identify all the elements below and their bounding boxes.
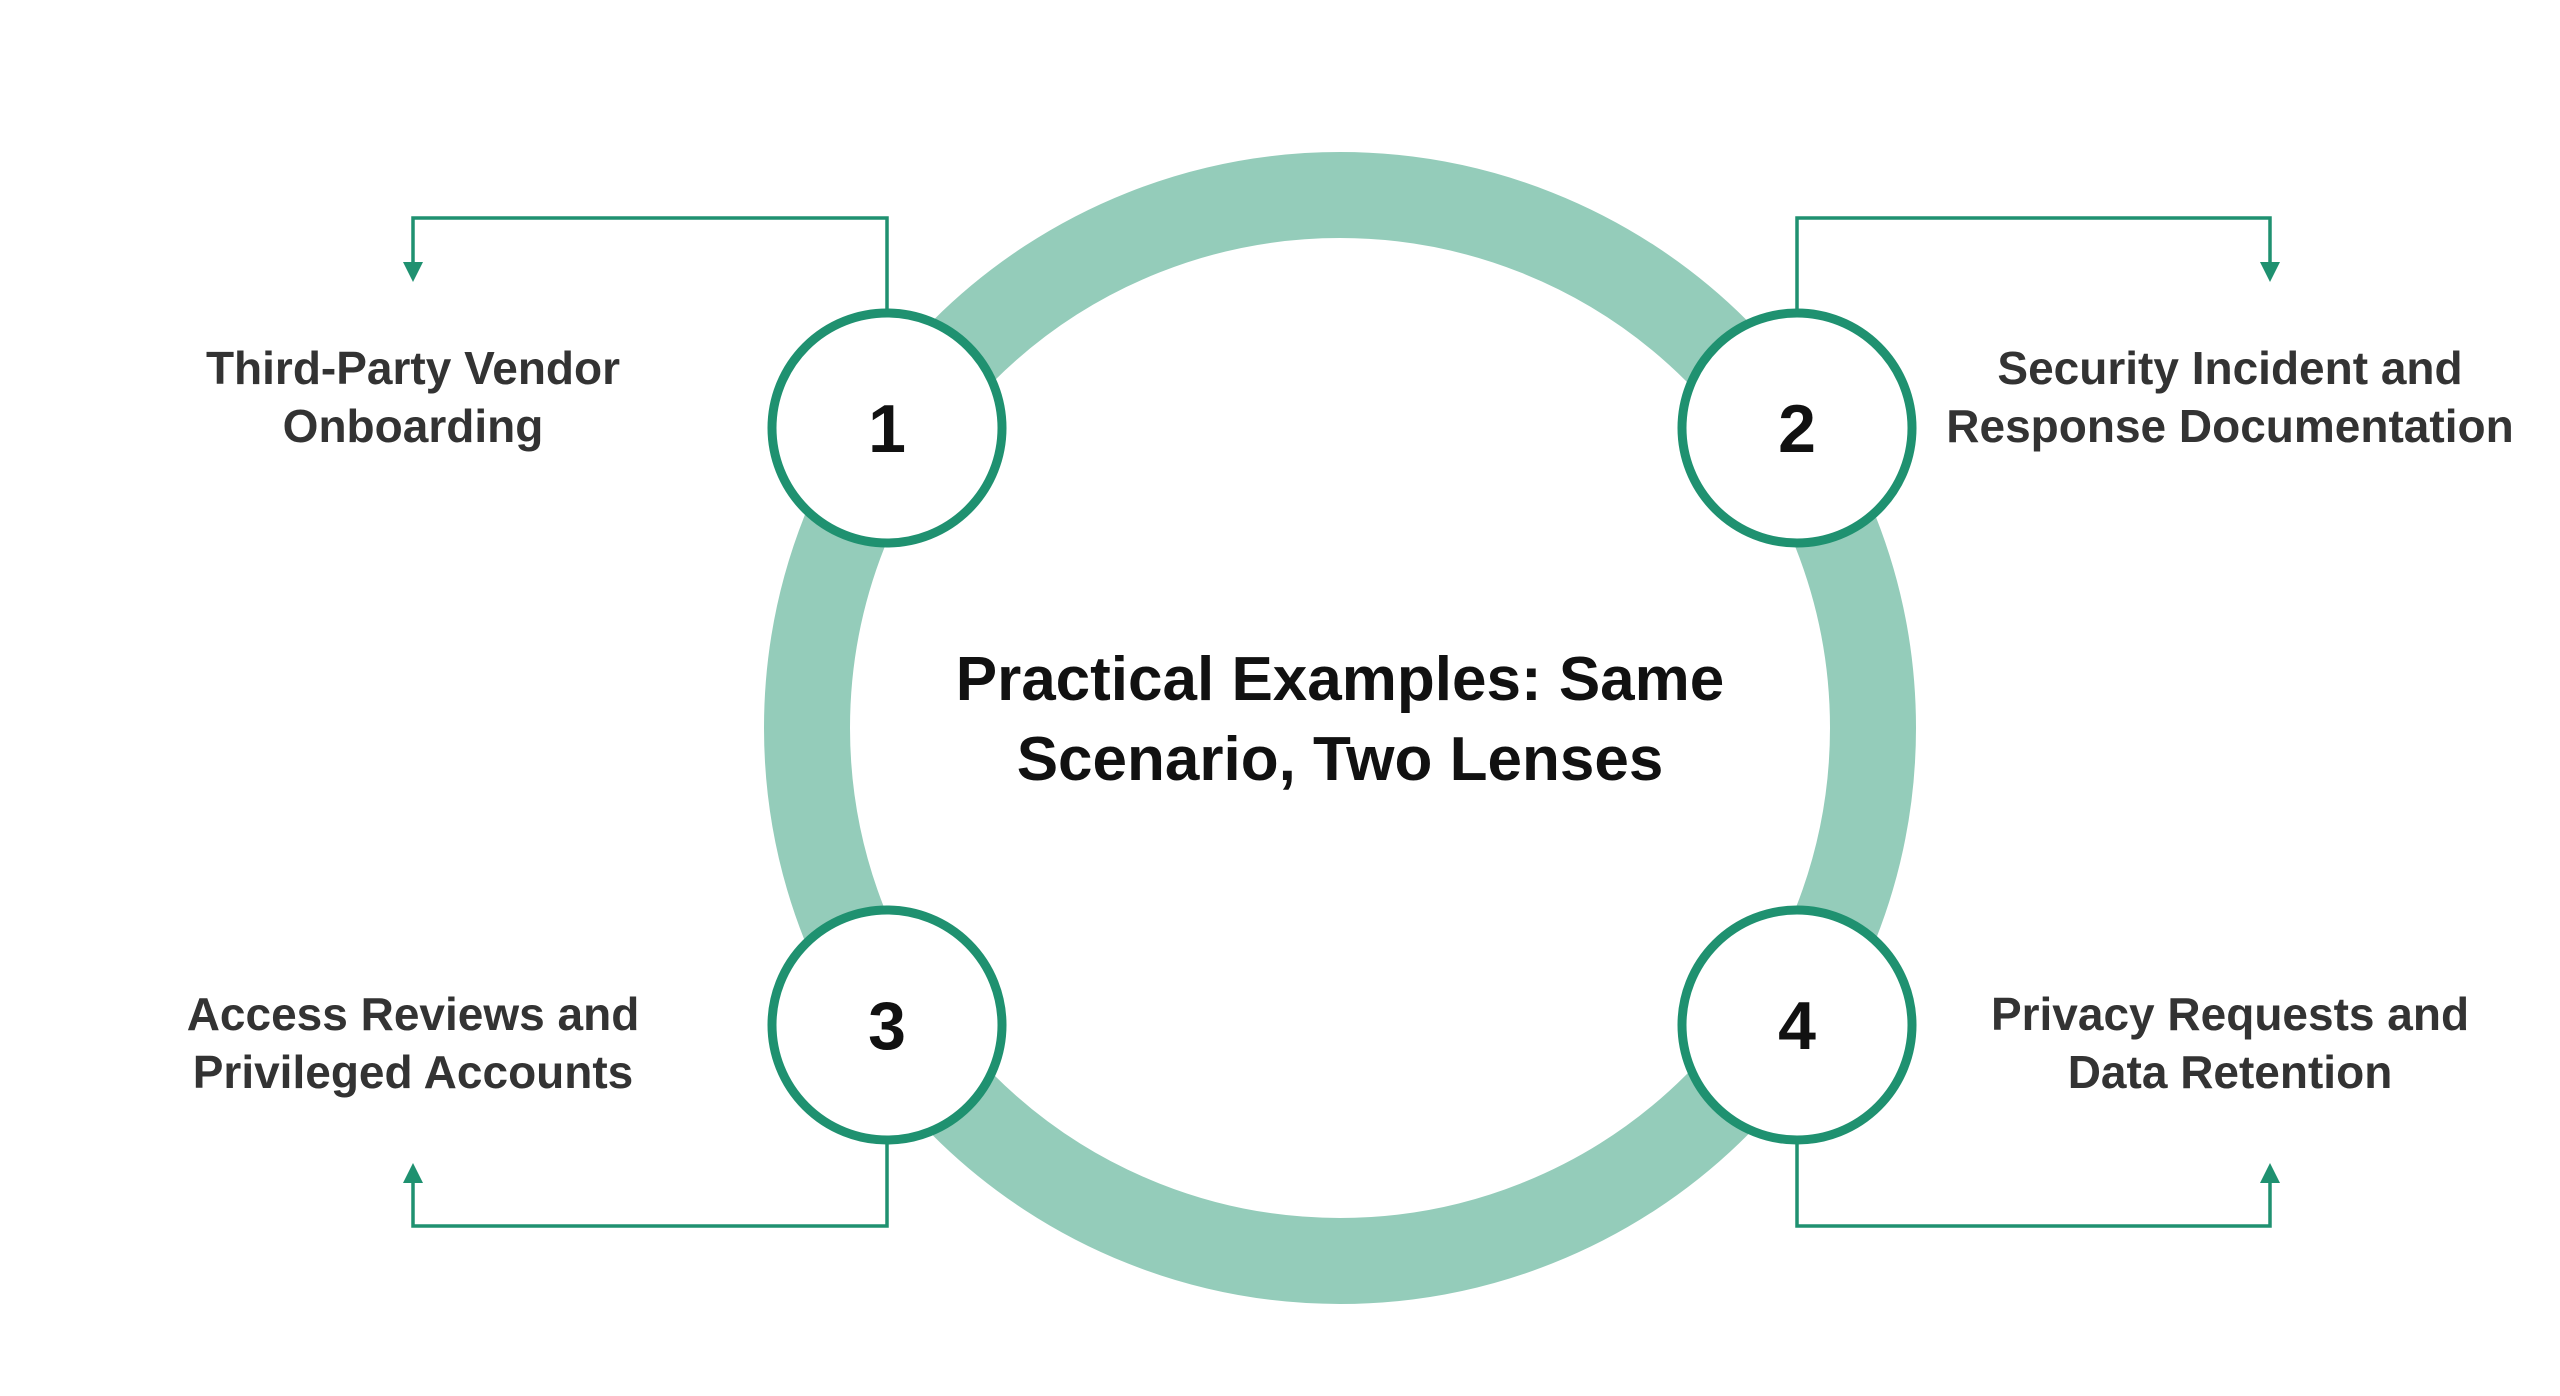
connector-4 — [1795, 1140, 2272, 1228]
step-label-2-line-1: Security Incident and — [1997, 342, 2463, 394]
arrowhead-2 — [2260, 262, 2280, 282]
arrowhead-4 — [2260, 1163, 2280, 1183]
step-node-1: 1 — [767, 308, 1007, 548]
step-label-4-line-1: Privacy Requests and — [1990, 988, 2470, 1040]
step-label-3: Access Reviews and Privileged Accounts — [63, 985, 763, 1101]
title-line-1: Practical Examples: Same — [955, 645, 1725, 714]
step-label-2-line-2: Response Documentation — [1946, 400, 2514, 452]
title-line-2: Scenario, Two Lenses — [1016, 725, 1664, 794]
step-label-1: Third-Party Vendor Onboarding — [63, 339, 763, 455]
step-label-3-line-1: Access Reviews and — [186, 988, 640, 1040]
step-label-2: Security Incident and Response Documenta… — [1880, 339, 2560, 455]
step-number-4: 4 — [1778, 988, 1816, 1064]
step-node-2: 2 — [1677, 308, 1917, 548]
step-number-1: 1 — [868, 391, 906, 467]
step-number-3: 3 — [868, 988, 906, 1064]
step-number-2: 2 — [1778, 391, 1816, 467]
arrowhead-3 — [403, 1163, 423, 1183]
step-label-3-line-2: Privileged Accounts — [192, 1046, 634, 1098]
arrowhead-1 — [403, 262, 423, 282]
diagram-title: Practical Examples: Same Scenario, Two L… — [880, 640, 1800, 800]
connector-2 — [1795, 216, 2272, 310]
step-label-4-line-2: Data Retention — [2067, 1046, 2393, 1098]
step-node-3: 3 — [767, 905, 1007, 1145]
step-label-1-line-2: Onboarding — [282, 400, 544, 452]
step-label-4: Privacy Requests and Data Retention — [1880, 985, 2560, 1101]
step-node-4: 4 — [1677, 905, 1917, 1145]
cycle-ring — [764, 152, 1916, 1304]
connector-1 — [411, 216, 889, 310]
step-label-1-line-1: Third-Party Vendor — [205, 342, 621, 394]
connector-3 — [411, 1140, 889, 1228]
